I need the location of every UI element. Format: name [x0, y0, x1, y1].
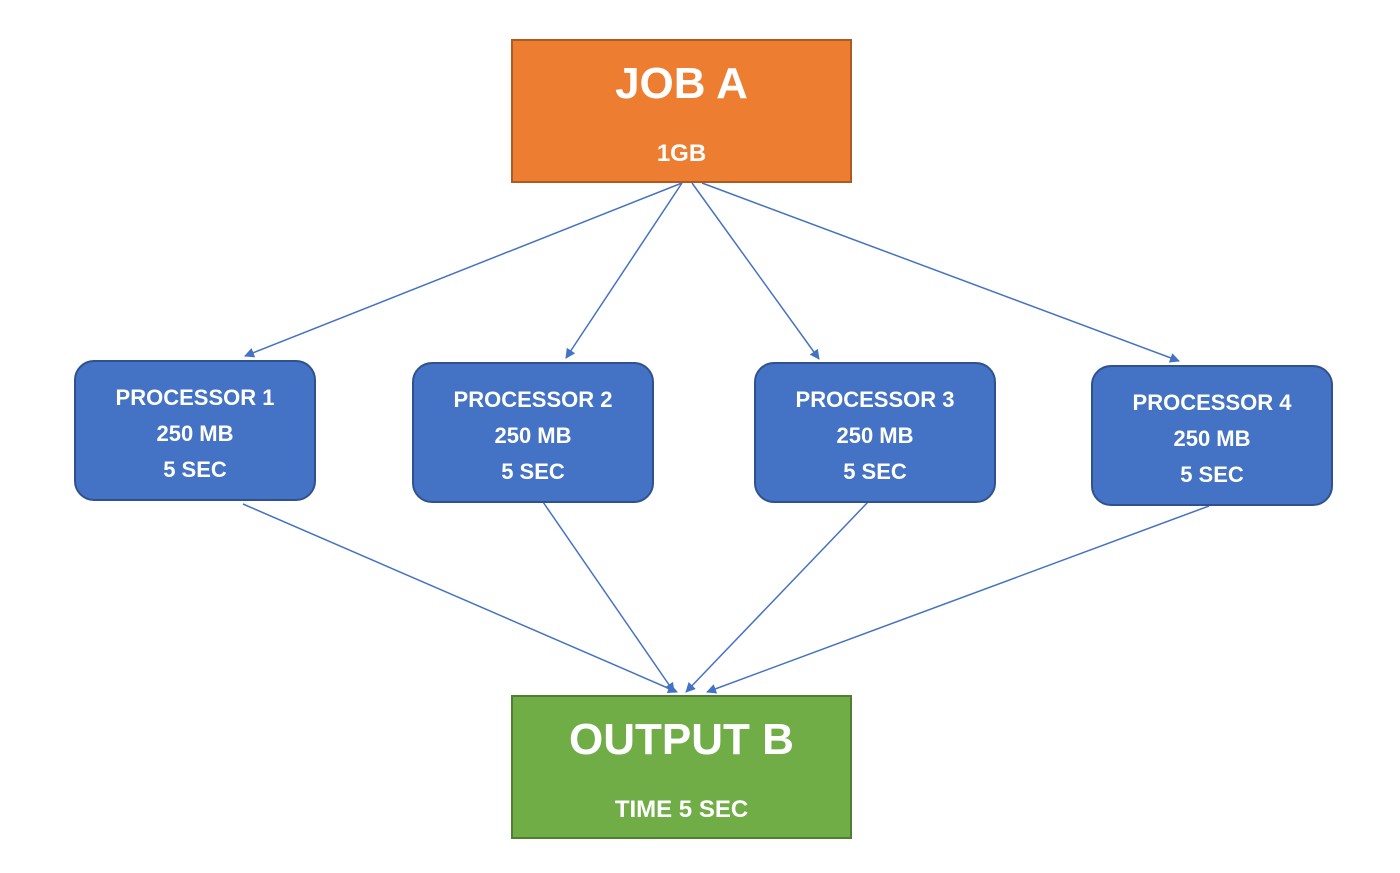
processor-name: PROCESSOR 2 — [453, 387, 613, 412]
arrow-processor-4-to-output — [706, 505, 1210, 694]
arrow-job-to-processor-4 — [701, 182, 1180, 363]
output-title: OUTPUT B — [569, 715, 794, 764]
processor-size: 250 MB — [1173, 426, 1251, 451]
processor-3-box: PROCESSOR 3 250 MB 5 SEC — [754, 362, 996, 503]
processor-time: 5 SEC — [843, 459, 907, 484]
arrow-job-to-processor-1 — [244, 182, 683, 358]
processor-name: PROCESSOR 1 — [115, 385, 275, 410]
processor-size: 250 MB — [836, 423, 914, 448]
processor-size: 250 MB — [494, 423, 572, 448]
processor-name: PROCESSOR 3 — [795, 387, 955, 412]
arrow-processor-2-to-output — [542, 501, 675, 693]
output-time: TIME 5 SEC — [614, 796, 749, 823]
processor-2-box: PROCESSOR 2 250 MB 5 SEC — [412, 362, 654, 503]
job-size: 1GB — [656, 140, 707, 167]
processor-time: 5 SEC — [501, 459, 565, 484]
arrow-job-to-processor-2 — [565, 182, 683, 359]
processor-4-box: PROCESSOR 4 250 MB 5 SEC — [1091, 365, 1333, 506]
job-a-box: JOB A 1GB — [511, 39, 852, 183]
output-b-box: OUTPUT B TIME 5 SEC — [511, 695, 852, 839]
processor-time: 5 SEC — [1180, 462, 1244, 487]
processor-size: 250 MB — [156, 421, 234, 446]
job-title: JOB A — [615, 59, 748, 108]
processor-1-box: PROCESSOR 1 250 MB 5 SEC — [74, 360, 316, 501]
arrow-job-to-processor-3 — [691, 182, 820, 360]
arrow-processor-3-to-output — [685, 501, 869, 693]
arrow-processor-1-to-output — [242, 503, 678, 694]
processor-time: 5 SEC — [163, 457, 227, 482]
processor-name: PROCESSOR 4 — [1132, 390, 1292, 415]
